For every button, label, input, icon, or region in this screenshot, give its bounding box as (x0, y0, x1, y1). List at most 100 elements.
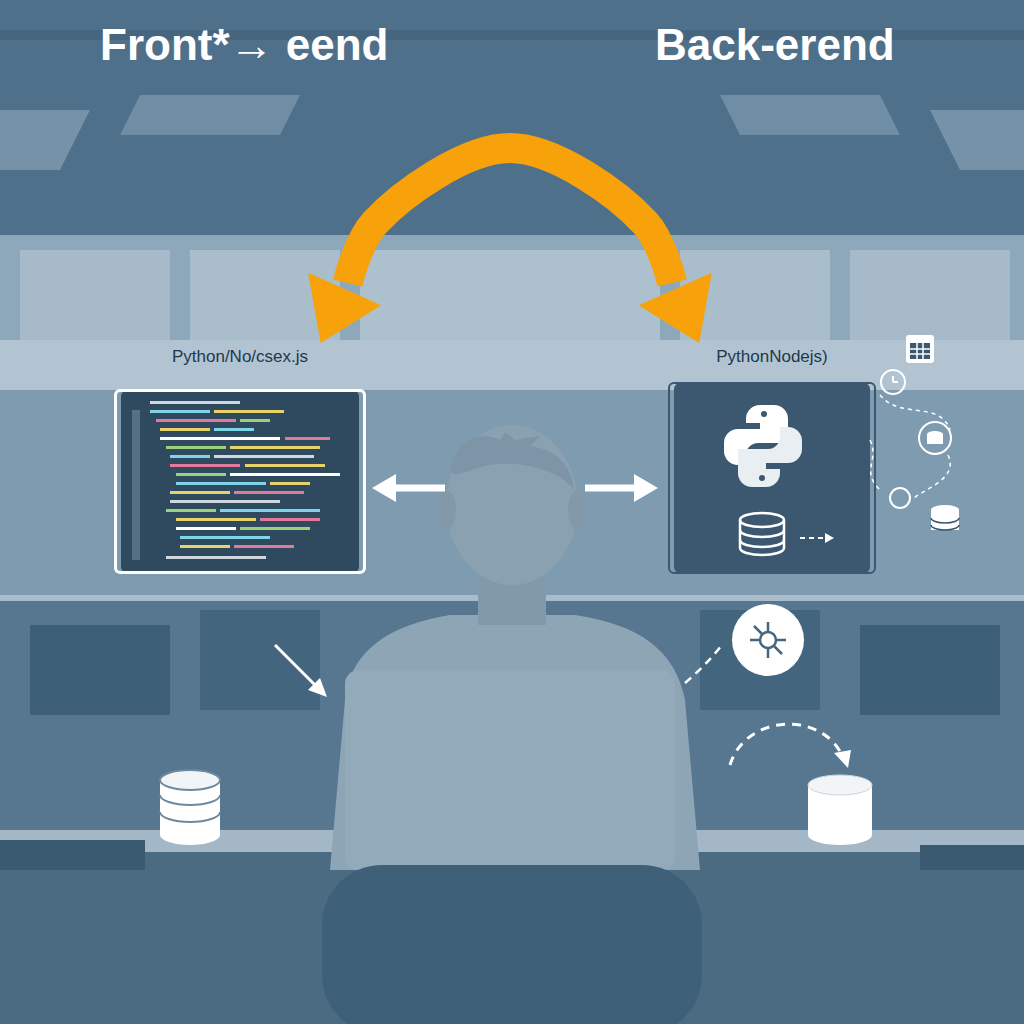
code-line (270, 482, 310, 485)
node-icon (890, 488, 910, 508)
stack-rings (160, 795, 220, 822)
side-heading: Back-erend (655, 20, 895, 71)
panel-outline (668, 382, 876, 574)
code-panel-fill (121, 391, 359, 572)
code-line (160, 428, 210, 431)
ceiling-light (720, 95, 900, 135)
code-line (170, 491, 230, 494)
panel-heading: PythonNodejs) (668, 345, 876, 369)
python-logo-eye (759, 475, 765, 481)
window-band (0, 235, 1024, 600)
dashed-connections (870, 395, 950, 500)
code-line (285, 437, 330, 440)
dashed-curve-arrow-head (834, 750, 851, 768)
dashed-arrow (800, 537, 826, 539)
dashed-curve-arrow (730, 724, 842, 765)
code-line (214, 428, 254, 431)
code-line (160, 437, 280, 440)
window-pane (190, 250, 340, 340)
coin-stack-icon (160, 770, 220, 845)
window-pane (680, 250, 830, 340)
clock-icon (881, 370, 905, 394)
white-arrow (585, 485, 638, 492)
code-line (240, 419, 270, 422)
ceiling-light (120, 95, 300, 135)
code-lines (150, 401, 340, 559)
code-line (170, 455, 210, 458)
network-icon-bg (732, 604, 804, 676)
panel-node: Python/No/csex.js (114, 345, 366, 575)
database-rings (740, 530, 784, 547)
person-hair (450, 432, 574, 490)
stack-top (160, 770, 220, 790)
code-line (150, 401, 240, 404)
code-line (150, 410, 210, 413)
code-line (180, 545, 230, 548)
table-icon-grid (910, 343, 930, 359)
arrow-head (308, 273, 381, 343)
line-numbers (132, 410, 140, 560)
code-line (234, 491, 304, 494)
code-line (156, 419, 236, 422)
code-line (230, 473, 340, 476)
white-arrow-head (634, 474, 658, 502)
network-hub (760, 632, 776, 648)
code-line (176, 518, 256, 521)
arrow-shaft (348, 148, 673, 283)
keyboard (920, 845, 1024, 870)
person-head (446, 425, 578, 585)
arrow-head (639, 273, 712, 343)
person-body (330, 615, 700, 870)
white-arrow (392, 485, 445, 492)
window-pane (360, 250, 660, 340)
panel-outline (114, 389, 366, 574)
code-line (180, 536, 270, 539)
panel-heading: Python/No/csex.js (114, 345, 366, 369)
backend-panel-fill (674, 383, 870, 573)
side-heading: Front*→ eend (100, 20, 388, 71)
code-line (176, 473, 226, 476)
database-small-body (931, 510, 959, 530)
window-pane (20, 250, 170, 340)
python-logo (724, 405, 802, 487)
code-line (170, 500, 280, 503)
network-icon (750, 622, 786, 658)
person-back (345, 670, 675, 870)
code-line (230, 446, 320, 449)
python-logo-eye (761, 411, 767, 417)
ceiling-light (930, 110, 1024, 170)
cylinder-icon (808, 775, 872, 845)
clock-hands (893, 376, 898, 382)
database-body (740, 520, 784, 555)
table-icon-lines (910, 343, 930, 359)
pointer-arrow (275, 645, 315, 685)
panel-node: PythonNodejs) (668, 345, 876, 575)
monitor (200, 610, 320, 710)
keyboard (0, 840, 145, 870)
white-arrow-head (372, 474, 396, 502)
back-wall (0, 390, 1024, 595)
database-top (740, 513, 784, 527)
monitor (30, 625, 170, 715)
monitor (860, 625, 1000, 715)
code-line (166, 446, 226, 449)
code-line (214, 410, 284, 413)
curved-arrow (308, 148, 712, 343)
pointer-arrow-head (308, 678, 327, 697)
chair-back (322, 865, 702, 1024)
code-line (214, 455, 314, 458)
database-badge-body (927, 434, 943, 444)
code-line (166, 556, 266, 559)
code-line (240, 527, 310, 530)
database-small-rings (931, 518, 959, 530)
database-icon (740, 513, 784, 555)
line-number-column (132, 410, 140, 560)
person-ear (436, 490, 456, 530)
ceiling (0, 0, 1024, 235)
code-line (220, 509, 320, 512)
code-line (166, 509, 216, 512)
ceiling-light (0, 110, 90, 170)
